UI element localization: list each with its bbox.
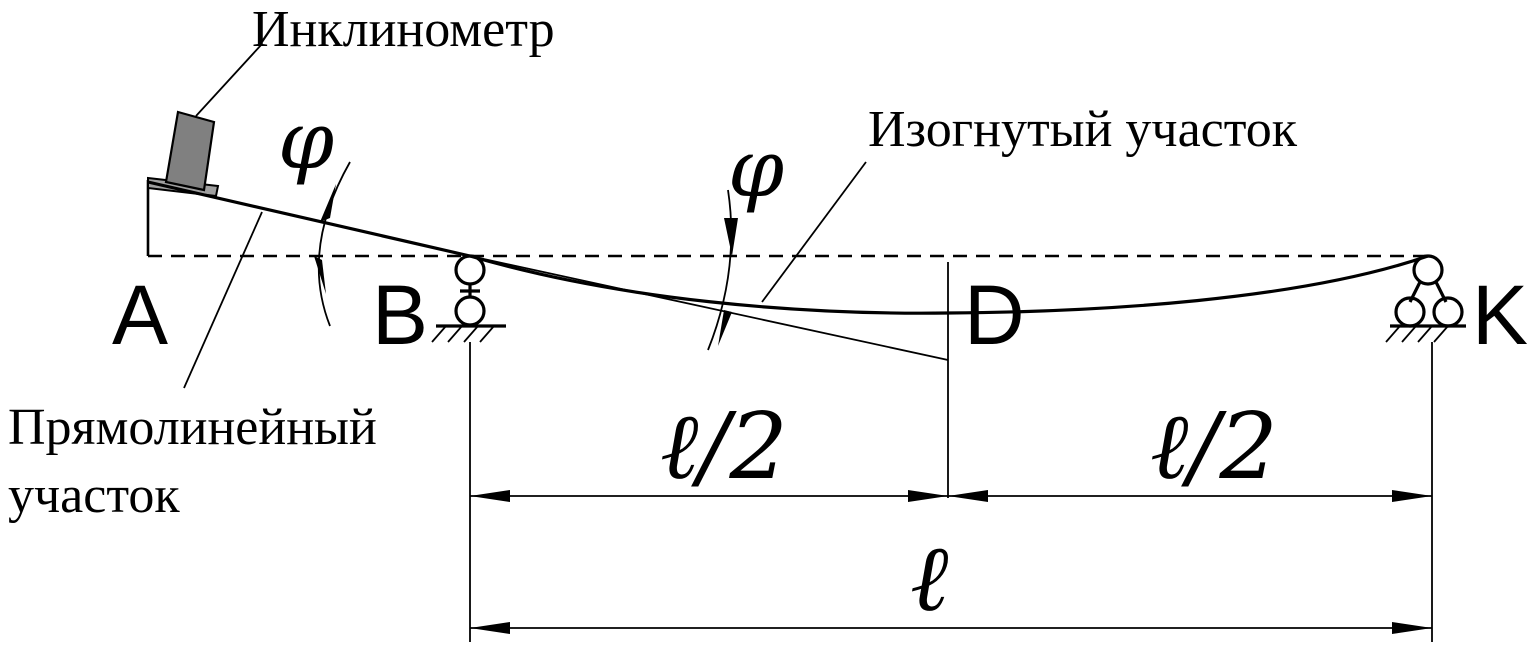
support-k-roller-left xyxy=(1394,296,1426,328)
straight-section-leader xyxy=(183,211,263,389)
tangent-line xyxy=(469,255,949,361)
point-b-label: B xyxy=(372,268,428,362)
point-k-label: K xyxy=(1472,268,1528,362)
angle-arrow-mid-bottom xyxy=(718,310,732,346)
straight-section-label-line2: участок xyxy=(8,467,180,524)
bent-section-leader xyxy=(761,161,867,303)
support-k-roller-right xyxy=(1432,296,1464,328)
support-b-hatch xyxy=(431,325,495,343)
support-b-roller-bottom xyxy=(454,295,486,327)
dimension-full-label: ℓ xyxy=(910,525,948,632)
point-d-label: D xyxy=(964,268,1025,362)
straight-section-label-line1: Прямолинейный xyxy=(8,399,377,456)
beam-straight-section xyxy=(147,180,471,258)
angle-phi-left-label: φ xyxy=(278,94,334,187)
support-k-roller-top xyxy=(1412,254,1444,286)
inclinometer-icon xyxy=(164,110,216,192)
angle-arc-mid xyxy=(707,189,733,351)
angle-arrow-left-top xyxy=(320,184,336,222)
beam-bent-section xyxy=(469,254,1429,315)
support-k-hatch xyxy=(1385,325,1449,343)
inclinometer-leader xyxy=(195,43,263,117)
dimension-half-right-label: ℓ/2 xyxy=(1150,393,1278,500)
dimension-half-left-label: ℓ/2 xyxy=(660,393,788,500)
angle-phi-mid-label: φ xyxy=(728,122,784,215)
angle-arc-left xyxy=(317,161,351,327)
inclinometer-label: Инклинометр xyxy=(252,1,555,58)
angle-arrow-left-bottom xyxy=(314,256,326,294)
support-b-roller-top xyxy=(454,254,486,286)
bent-section-label: Изогнутый участок xyxy=(868,101,1298,158)
angle-arrow-mid-top xyxy=(724,218,738,256)
point-a-label: A xyxy=(112,268,168,362)
